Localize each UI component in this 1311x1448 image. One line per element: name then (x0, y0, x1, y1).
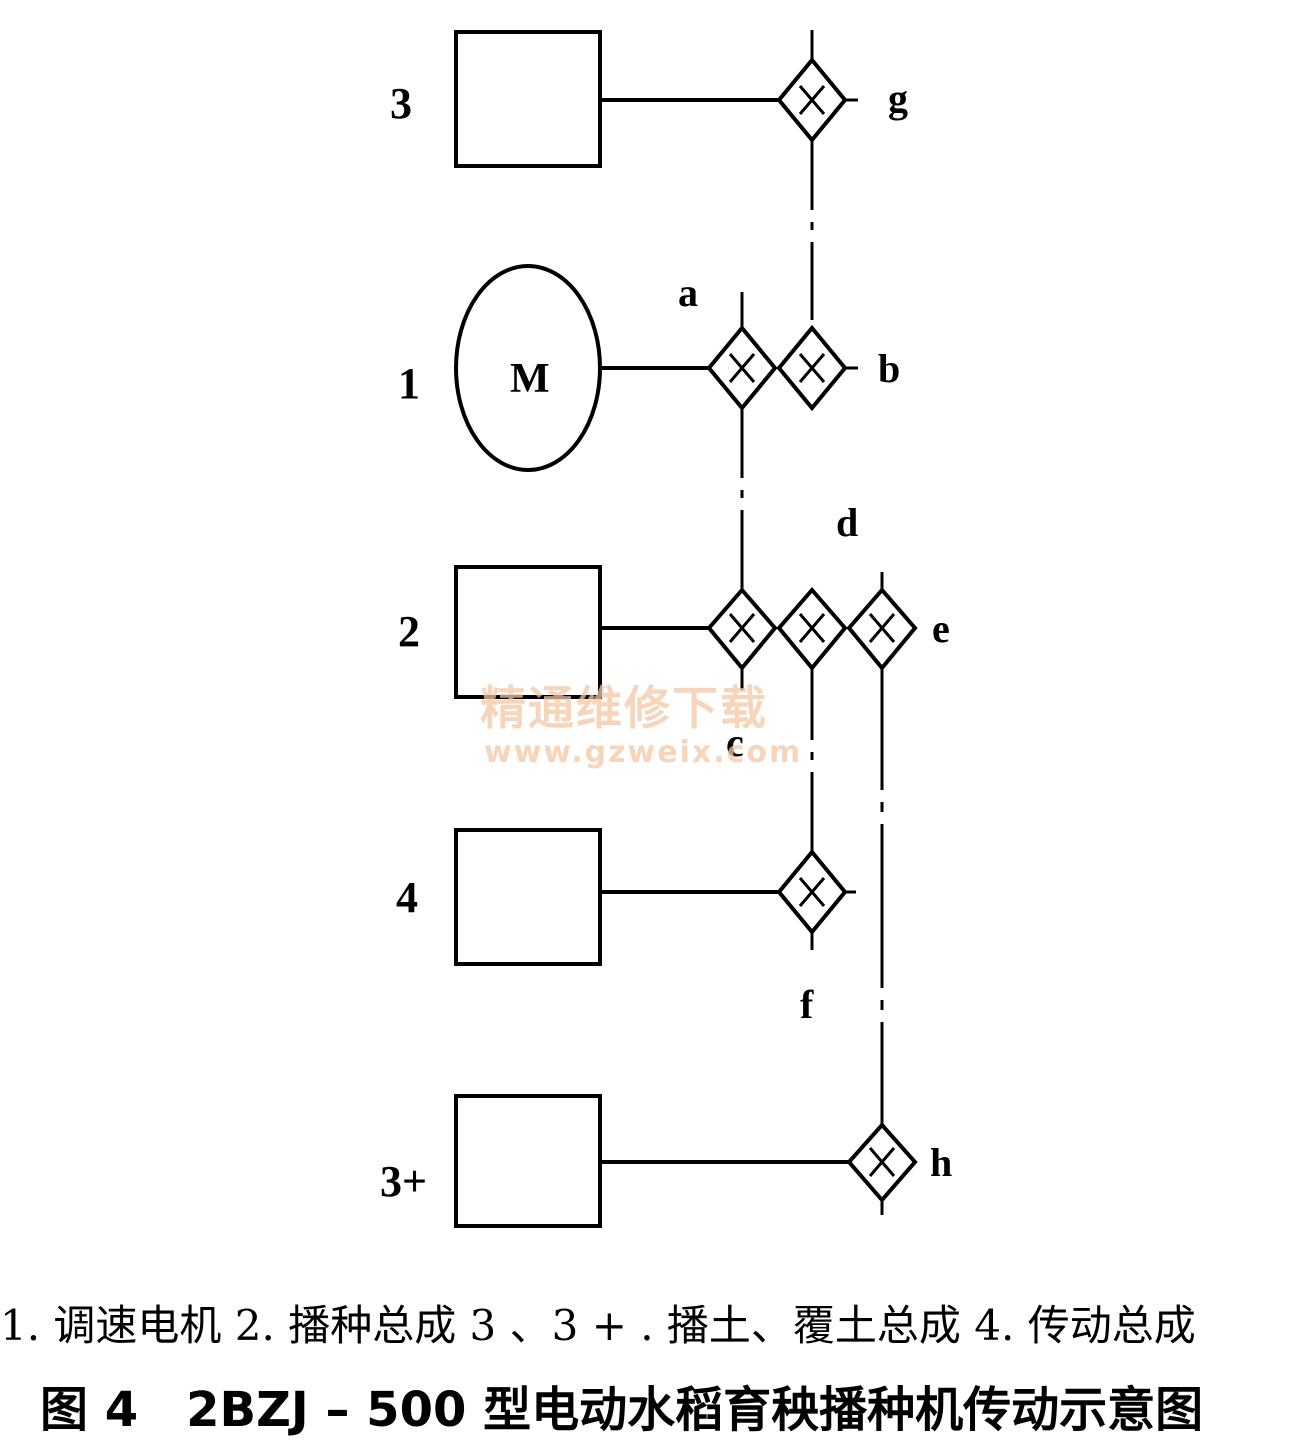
figure-legend: 1. 调速电机 2. 播种总成 3 、3 + . 播土、覆土总成 4. 传动总成 (0, 1301, 1196, 1350)
sprocket-label-g: g (888, 76, 908, 121)
sprocket-label-e: e (932, 606, 950, 651)
sprocket-label-a: a (678, 270, 698, 315)
sprocket-label-d: d (836, 500, 858, 545)
transmission-diagram: 3 g M 1 a b 2 (380, 30, 952, 1228)
sprocket-b (776, 324, 858, 412)
motor-label: 1 (398, 359, 420, 408)
watermark-line1: 精通维修下载 (480, 681, 768, 735)
sprocket-label-c: c (726, 720, 744, 765)
unit-2-box (454, 565, 602, 699)
motor-symbol: M (510, 356, 550, 402)
sprocket-h (846, 1121, 918, 1215)
unit-4-label: 4 (396, 873, 418, 922)
sprocket-g (776, 30, 858, 144)
sprocket-d (846, 572, 918, 672)
sprocket-a (706, 292, 778, 412)
unit-3-box (454, 30, 602, 168)
unit-3plus-label: 3+ (380, 1157, 427, 1206)
unit-3-label: 3 (390, 79, 412, 128)
sprocket-label-h: h (930, 1140, 952, 1185)
figure-caption: 图 4 2BZJ – 500 型电动水稻育秧播种机传动示意图 (40, 1382, 1204, 1438)
sprocket-f (776, 848, 856, 950)
watermark-line2: www.gzweix.com (484, 735, 802, 770)
unit-3plus-box (454, 1094, 602, 1228)
sprocket-label-b: b (878, 346, 900, 391)
unit-4-box (454, 828, 602, 966)
sprocket-c (706, 586, 778, 690)
sprocket-label-f: f (800, 982, 814, 1027)
unit-2-label: 2 (398, 607, 420, 656)
sprocket-f-drive (776, 586, 848, 672)
